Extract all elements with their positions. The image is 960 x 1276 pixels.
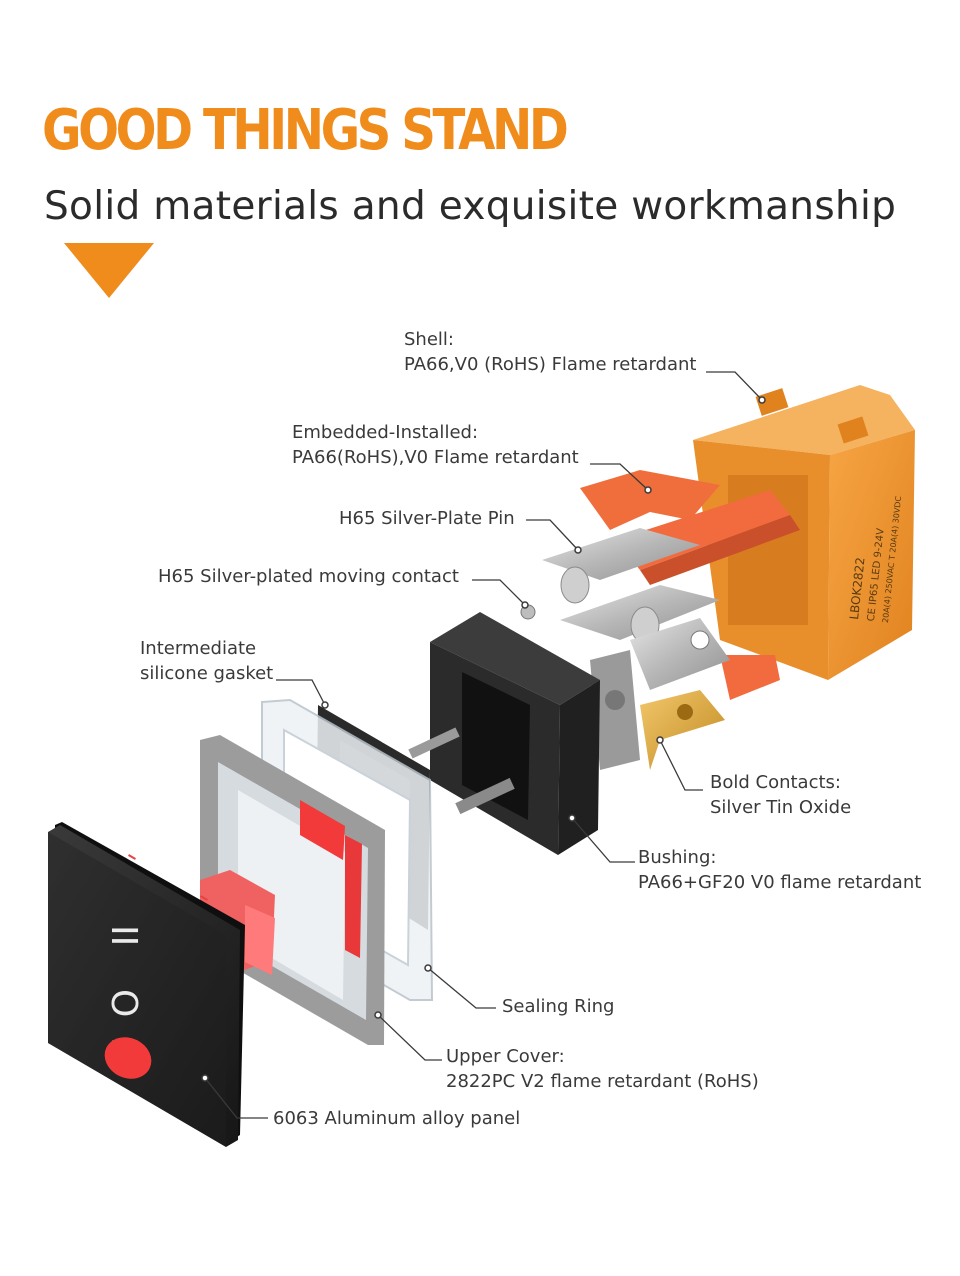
leader-upper-cover xyxy=(377,1014,442,1061)
callout-sealing-ring: Sealing Ring xyxy=(502,994,614,1019)
leader-panel xyxy=(204,1077,268,1119)
leader-dots xyxy=(201,396,766,1082)
callout-embedded-detail: PA66(RoHS),V0 Flame retardant xyxy=(292,447,579,468)
headline: GOOD THINGS STAND xyxy=(42,98,569,163)
callout-sealing-ring-title: Sealing Ring xyxy=(502,996,615,1017)
callout-pin-title: H65 Silver-Plate Pin xyxy=(339,508,515,529)
leader-bold-contacts xyxy=(659,739,703,791)
down-arrow-icon xyxy=(64,243,154,298)
leader-bushing xyxy=(571,817,635,863)
symbol-off: O xyxy=(103,989,144,1017)
callout-bold-contacts-title: Bold Contacts: xyxy=(710,772,841,793)
leader-lines xyxy=(204,371,763,1119)
callout-bold-contacts-detail: Silver Tin Oxide xyxy=(710,797,852,818)
callout-shell: Shell: PA66,V0 (RoHS) Flame retardant xyxy=(404,327,696,377)
callout-gasket-title: Intermediate xyxy=(140,638,257,659)
callout-panel: 6063 Aluminum alloy panel xyxy=(273,1106,520,1131)
aluminum-panel: II O I xyxy=(48,822,245,1147)
callout-upper-cover-title: Upper Cover: xyxy=(446,1046,565,1067)
shell-housing: LBOK2822 CE IP65 LED 9-24V 20A(4) 250VAC… xyxy=(693,385,915,680)
callout-moving-contact: H65 Silver-plated moving contact xyxy=(158,564,459,589)
callout-bushing-title: Bushing: xyxy=(638,847,717,868)
callout-bushing: Bushing: PA66+GF20 V0 flame retardant xyxy=(638,845,921,895)
bold-contacts-part xyxy=(640,690,725,770)
subheadline: Solid materials and exquisite workmanshi… xyxy=(44,184,897,229)
callout-upper-cover-detail: 2822PC V2 flame retardant (RoHS) xyxy=(446,1071,759,1092)
callout-pin: H65 Silver-Plate Pin xyxy=(339,506,515,531)
shell-model-text: LBOK2822 xyxy=(847,557,867,621)
callout-embedded: Embedded-Installed: PA66(RoHS),V0 Flame … xyxy=(292,420,579,470)
symbol-two: II xyxy=(103,925,144,946)
leader-moving-contact xyxy=(472,579,526,606)
leader-sealing-ring xyxy=(427,967,496,1009)
callout-panel-title: 6063 Aluminum alloy panel xyxy=(273,1108,521,1129)
moving-contact-part xyxy=(520,604,640,770)
callout-gasket: Intermediate silicone gasket xyxy=(140,636,273,686)
callout-bushing-detail: PA66+GF20 V0 flame retardant xyxy=(638,872,922,893)
callout-embedded-title: Embedded-Installed: xyxy=(292,422,479,443)
callout-gasket-detail: silicone gasket xyxy=(140,663,274,684)
callout-shell-detail: PA66,V0 (RoHS) Flame retardant xyxy=(404,354,697,375)
leader-embedded xyxy=(590,463,649,491)
leader-pin xyxy=(526,519,579,551)
callout-upper-cover: Upper Cover: 2822PC V2 flame retardant (… xyxy=(446,1044,759,1094)
callout-bold-contacts: Bold Contacts: Silver Tin Oxide xyxy=(710,770,851,820)
leader-gasket xyxy=(276,679,326,706)
leader-shell xyxy=(706,371,763,401)
bushing-part xyxy=(408,612,600,855)
callout-moving-contact-title: H65 Silver-plated moving contact xyxy=(158,566,459,587)
callout-shell-title: Shell: xyxy=(404,329,454,350)
indicator-light-icon xyxy=(104,1037,152,1079)
silver-pins xyxy=(542,528,730,690)
